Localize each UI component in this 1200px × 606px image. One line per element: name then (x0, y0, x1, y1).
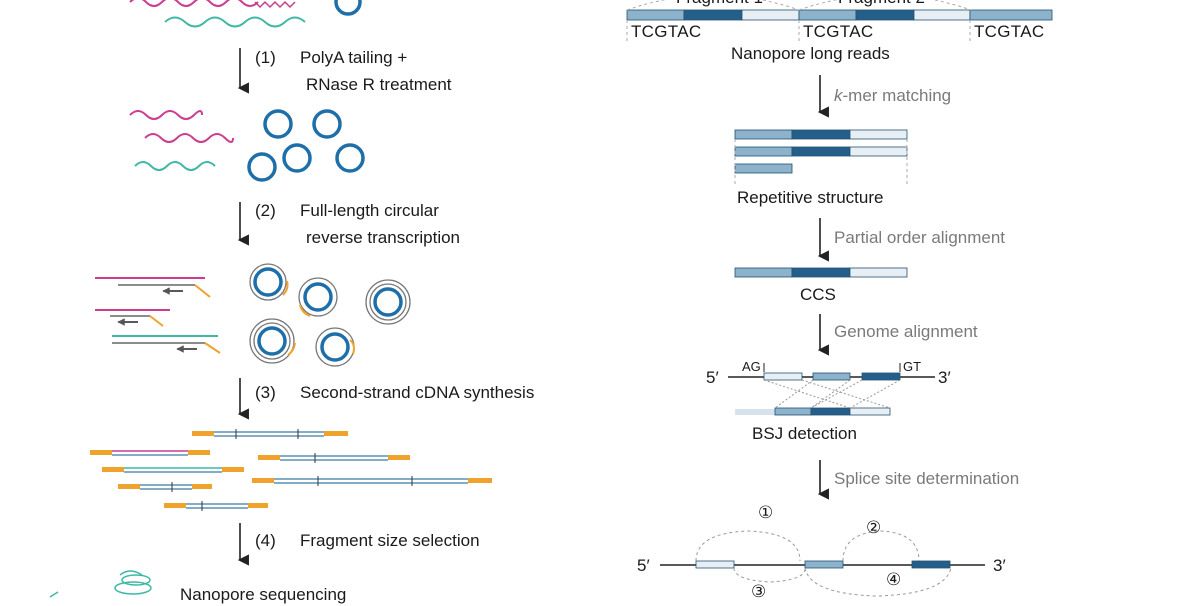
step-1-number: (1) (255, 48, 276, 67)
bsj-label: BSJ detection (752, 424, 857, 443)
step-3-line1: Second-strand cDNA synthesis (300, 383, 535, 402)
rt-linear-group (95, 277, 221, 354)
repetitive-label: Repetitive structure (737, 188, 884, 207)
splice-number-1: ① (758, 503, 774, 522)
cdna-fragments-group (90, 429, 492, 511)
step-1-line2: RNase R treatment (306, 75, 452, 94)
step-4-line1: Fragment size selection (300, 531, 480, 550)
step-1-line1: PolyA tailing + (300, 48, 408, 67)
barcode-3: TCGTAC (974, 22, 1045, 41)
repetitive-structure (734, 129, 908, 185)
fragment-1-label: Fragment 1 (676, 0, 763, 9)
poa-label: Partial order alignment (834, 228, 1006, 247)
step-4-number: (4) (255, 531, 276, 550)
three-prime-bottom: 3′ (993, 556, 1006, 575)
fragment-2-label: Fragment 2 (838, 0, 925, 9)
long-read-bar (626, 0, 1053, 42)
long-reads-label: Nanopore long reads (731, 44, 890, 63)
kmer-k: k (834, 86, 843, 105)
step-2-line1: Full-length circular (300, 201, 439, 220)
rt-circles-group (249, 263, 411, 367)
barcode-2: TCGTAC (803, 22, 874, 41)
kmer-label: k-mer matching (834, 85, 951, 107)
ag-label: AG (742, 359, 761, 374)
splice-number-4: ④ (886, 570, 902, 589)
gt-label: GT (903, 359, 922, 374)
ccs-label: CCS (800, 285, 836, 304)
step-2-number: (2) (255, 201, 276, 220)
step-3-number: (3) (255, 383, 276, 402)
barcode-1: TCGTAC (631, 22, 702, 41)
splice-number-3: ③ (751, 582, 767, 601)
three-prime-top: 3′ (938, 368, 951, 387)
step-2-line2: reverse transcription (306, 228, 461, 247)
splice-site-model (660, 530, 985, 597)
five-prime-top: 5′ (706, 368, 719, 387)
splice-label: Splice site determination (834, 469, 1020, 488)
ccs-bar (734, 267, 908, 278)
kmer-rest: -mer matching (842, 86, 952, 105)
top-rna-group (129, 0, 362, 28)
splice-number-2: ② (866, 518, 882, 537)
genome-alignment (728, 363, 935, 416)
nanopore-sequencing-label: Nanopore sequencing (180, 585, 347, 604)
five-prime-bottom: 5′ (637, 556, 650, 575)
nanopore-icon (49, 570, 152, 598)
genome-alignment-label: Genome alignment (834, 322, 978, 341)
rnase-result-group (129, 109, 365, 182)
